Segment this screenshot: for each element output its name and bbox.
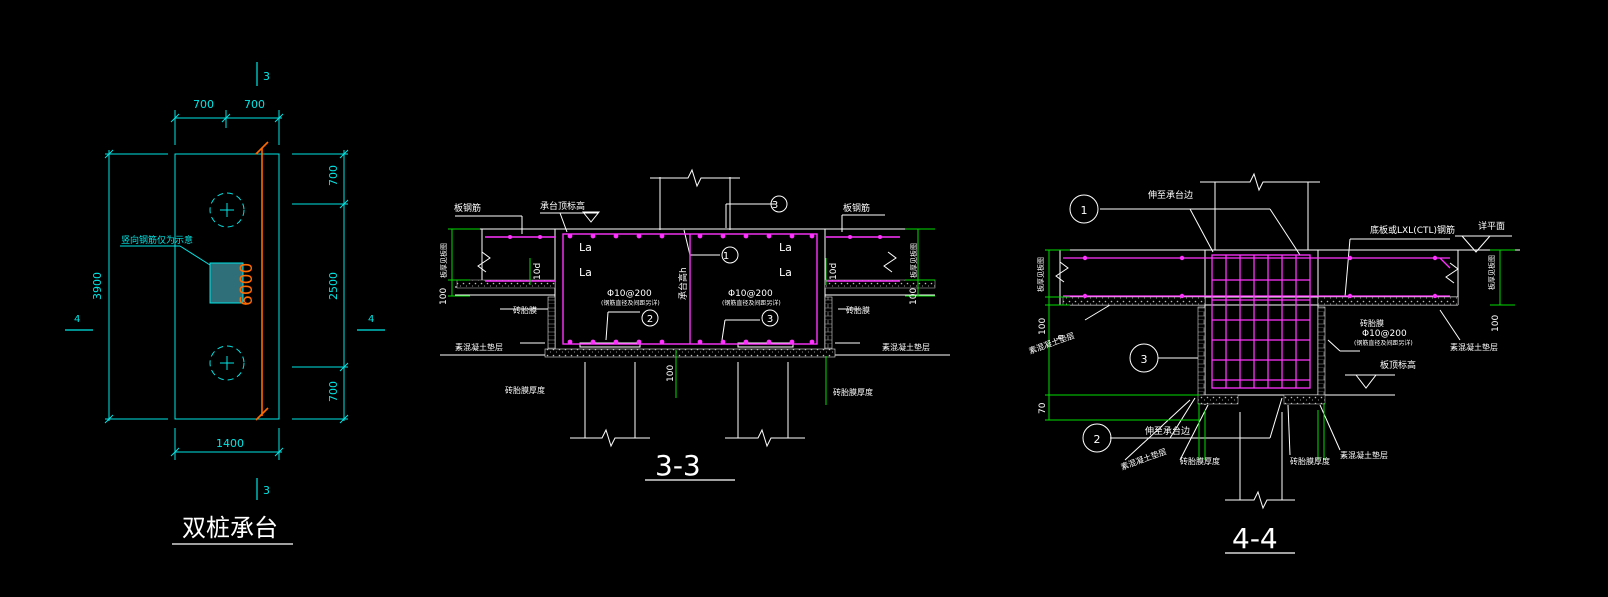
dim-10d-left: 10d [533,263,543,280]
dim-100-bottom: 100 [666,365,676,382]
cushion-right-4: 素混凝土垫层 [1340,450,1388,460]
label-top-level: 承台顶标高 [540,200,585,212]
right-dim-2: 2500 [327,272,340,300]
stirrup-left: Φ10@200 [607,289,652,299]
la-1: La [579,241,592,254]
dim-100-left: 100 [439,288,449,305]
membrane-right: 砖胎膜 [846,305,870,315]
left-dim: 3900 [91,272,104,300]
cushion-right2-4: 素混凝土垫层 [1450,342,1498,352]
dim-10d-right: 10d [829,263,839,280]
level-label-4: 板顶标高 [1380,359,1416,371]
plan-title: 双桩承台 [182,514,278,542]
dim-100-right-4: 100 [1491,315,1501,332]
callout-4-3: 3 [1141,353,1148,366]
callout-1: 1 [723,251,729,262]
column-note: 竖向钢筋仅为示意 [121,234,193,246]
label-right-rebar: 板钢筋 [843,202,870,214]
section-mark-right: 4 [368,314,374,325]
label-beam: 底板或LXL(CTL)钢筋 [1370,224,1455,236]
stirrup-note-4: (钢筋直径及间距另详) [1354,339,1413,347]
label-edge-top: 伸至承台边 [1148,189,1193,201]
label-left-rebar: 板钢筋 [454,202,481,214]
membrane-thickness-right-4: 砖胎膜厚度 [1290,456,1330,466]
membrane-thickness-left: 砖胎膜厚度 [505,385,545,395]
la-4: La [779,266,792,279]
slab-label-right: 板厚见板图 [909,243,918,278]
la-3: La [579,266,592,279]
label-edge-bottom: 伸至承台边 [1145,425,1190,437]
stirrup-note-right: (钢筋直径及间距另详) [722,299,781,307]
callout-4-1: 1 [1081,204,1088,217]
top-dim-2: 700 [244,98,265,111]
bottom-dim: 1400 [216,437,244,450]
callout-4-2: 2 [1094,433,1101,446]
section44-title: 4-4 [1232,522,1278,555]
callout-3-bottom: 3 [767,314,773,325]
dim-100-left-4: 100 [1038,318,1048,335]
section-4-4: 伸至承台边 底板或LXL(CTL)钢筋 详平面 1 3 2 Φ10@200 (钢… [1027,172,1520,555]
cushion-left-4: 素混凝土垫层 [1027,330,1076,356]
membrane-thickness-left-4: 砖胎膜厚度 [1180,456,1220,466]
cushion-left: 素混凝土垫层 [455,342,503,352]
right-dim-1: 700 [327,165,340,186]
stirrup-4: Φ10@200 [1362,329,1407,339]
dim-100-right: 100 [909,288,919,305]
section-mark-top: 3 [263,70,270,83]
slab-label-right-4: 板厚见板图 [1487,255,1496,290]
section-mark-bottom: 3 [263,484,270,497]
label-finish: 详平面 [1478,220,1505,232]
slab-label-left: 板厚见板图 [439,243,448,278]
section33-title: 3-3 [655,449,701,482]
section-3-3: 板钢筋 板钢筋 承台顶标高 3 1 2 3 La La La La Φ10@20… [439,168,950,482]
cushion-right: 素混凝土垫层 [882,342,930,352]
section-mark-left: 4 [74,314,80,325]
membrane-left: 砖胎膜 [513,305,537,315]
depth-h: 承台高h [677,267,689,300]
column-block [209,262,244,304]
right-dim-3: 700 [327,381,340,402]
plan-view-double-pile-cap: 3 3 4 4 [65,62,385,545]
membrane-thickness-right: 砖胎膜厚度 [833,387,873,397]
callout-3-top: 3 [772,200,778,211]
top-dim-1: 700 [193,98,214,111]
length-label: 6000 [237,263,257,306]
membrane-4: 砖胎膜 [1360,318,1384,328]
dim-h-4: h [1056,334,1066,340]
stirrup-note-left: (钢筋直径及间距另详) [601,299,660,307]
callout-2: 2 [647,314,653,325]
slab-label-left-4: 板厚见板图 [1036,257,1045,292]
stirrup-right: Φ10@200 [728,289,773,299]
dim-70-4: 70 [1038,402,1048,414]
la-2: La [779,241,792,254]
